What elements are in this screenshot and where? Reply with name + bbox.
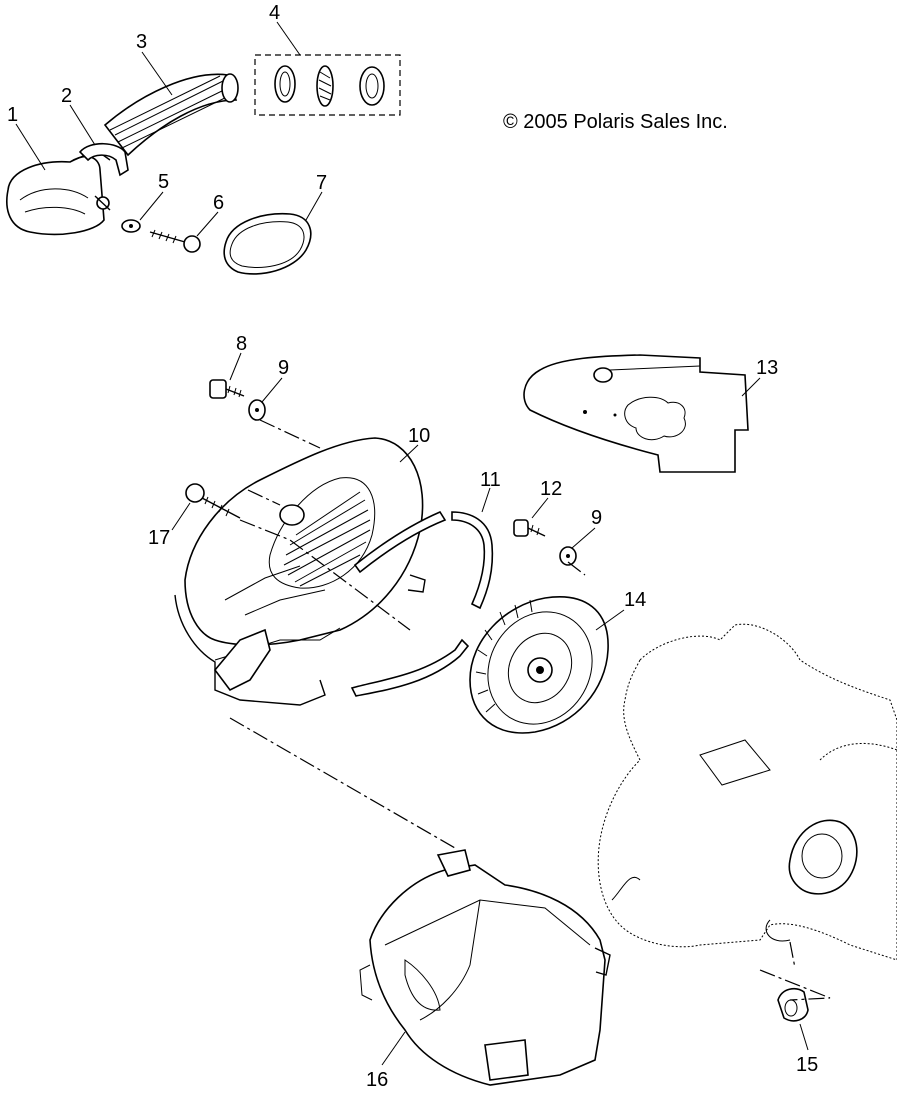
part-9-washer-second bbox=[559, 546, 577, 566]
callout-16: 16 bbox=[366, 1069, 388, 1091]
part-11-hose bbox=[350, 510, 494, 697]
callout-6: 6 bbox=[213, 192, 224, 214]
callout-9-top: 9 bbox=[278, 357, 289, 379]
callout-11: 11 bbox=[480, 469, 501, 491]
leader-lines bbox=[15, 21, 809, 1066]
part-14-flywheel-fan bbox=[469, 596, 609, 734]
part-2-hose-clamp bbox=[78, 142, 129, 211]
part-6-screw bbox=[149, 229, 201, 253]
part-17-screw bbox=[185, 483, 241, 519]
callout-14: 14 bbox=[624, 589, 646, 611]
callout-1: 1 bbox=[7, 104, 18, 126]
callout-10: 10 bbox=[408, 425, 430, 447]
part-16-fan-shroud bbox=[359, 849, 611, 1086]
part-4-kit bbox=[254, 54, 401, 116]
callout-9-second: 9 bbox=[591, 507, 602, 529]
part-13-heat-shield bbox=[523, 354, 749, 473]
callout-7: 7 bbox=[316, 172, 327, 194]
callouts: 1 2 3 4 5 6 7 8 9 10 11 12 9 13 14 15 16… bbox=[7, 2, 818, 1091]
copyright-notice: © 2005 Polaris Sales Inc. bbox=[503, 111, 728, 133]
part-5-washer bbox=[121, 219, 141, 233]
callout-12: 12 bbox=[540, 478, 562, 500]
callout-13: 13 bbox=[756, 357, 778, 379]
part-7-gasket bbox=[223, 212, 312, 275]
callout-2: 2 bbox=[61, 85, 72, 107]
callout-3: 3 bbox=[136, 31, 147, 53]
part-9-washer-top bbox=[248, 399, 266, 421]
callout-15: 15 bbox=[796, 1054, 818, 1076]
part-15-grommet bbox=[777, 987, 809, 1022]
callout-5: 5 bbox=[158, 171, 169, 193]
part-1-intake-duct bbox=[6, 149, 111, 236]
alignment-lines bbox=[229, 419, 831, 1001]
part-10-fan-housing bbox=[174, 437, 426, 706]
part-12-bolt bbox=[513, 519, 546, 537]
callout-17: 17 bbox=[148, 527, 170, 549]
callout-8: 8 bbox=[236, 333, 247, 355]
engine-block bbox=[597, 623, 897, 961]
part-8-bolt bbox=[209, 379, 245, 399]
part-3-flex-hose bbox=[103, 73, 239, 157]
callout-4: 4 bbox=[269, 2, 280, 24]
